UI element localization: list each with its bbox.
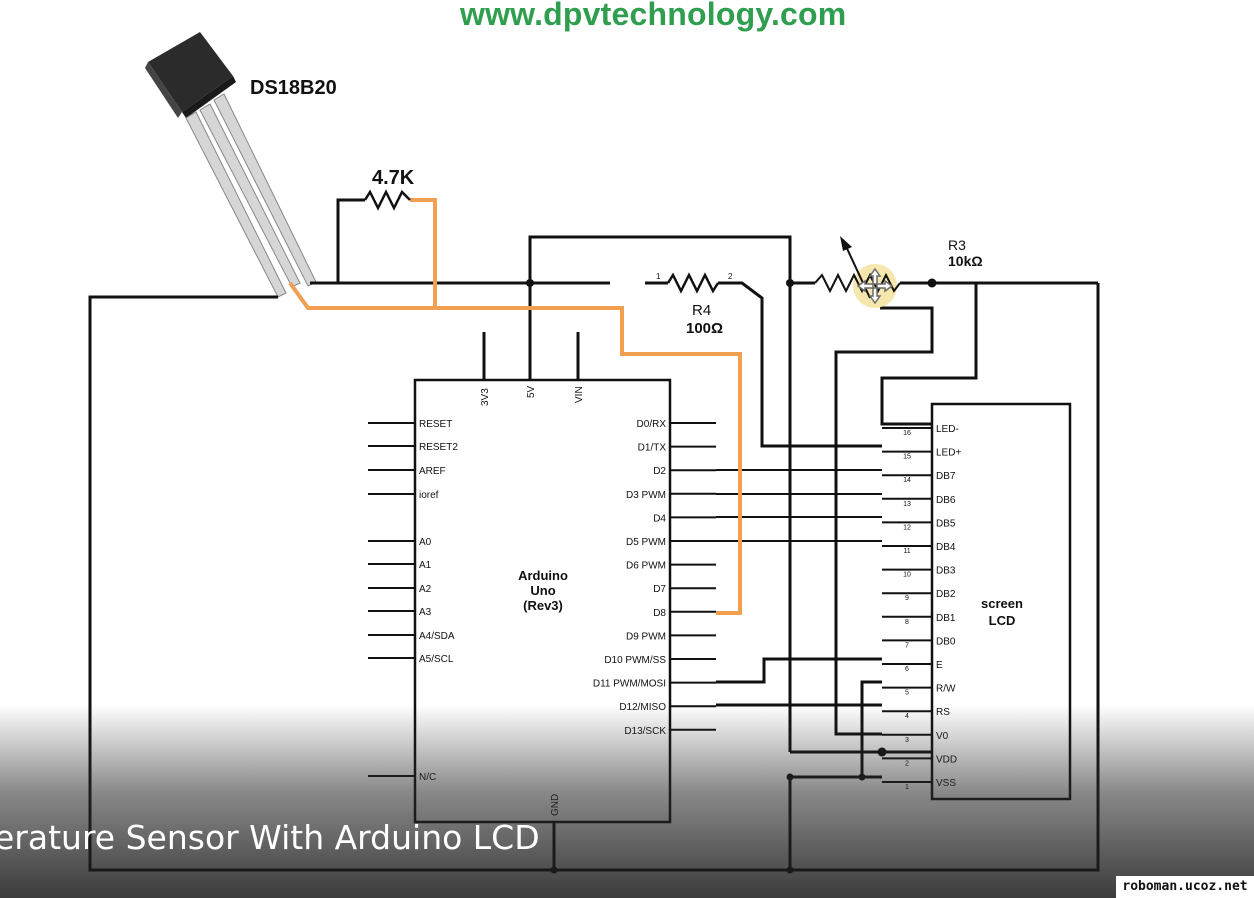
arduino-left-pin-label: ioref	[419, 490, 439, 501]
pullup-resistor	[363, 189, 411, 211]
lcd-pin-number: 8	[905, 619, 909, 626]
r4-pin1: 1	[656, 272, 661, 281]
r4-name: R4	[692, 302, 711, 319]
lcd-pin-number: 3	[905, 737, 909, 744]
data-bus-lines	[716, 469, 882, 542]
lcd-pin-number: 2	[905, 760, 909, 767]
arduino-right-pin-label: D8	[653, 608, 666, 619]
arduino-right-pin-label: D11 PWM/MOSI	[593, 679, 666, 690]
lcd-pin-name: DB1	[936, 613, 956, 624]
arduino-right-pin-label: D13/SCK	[624, 726, 666, 737]
pin-5v: 5V	[526, 385, 537, 398]
lcd-pin-number: 6	[905, 666, 909, 673]
arduino-right-pin-label: D9 PWM	[626, 631, 666, 642]
orange-pullup-wire	[410, 198, 437, 308]
r4-value: 100Ω	[686, 320, 723, 337]
lcd-pin-name: E	[936, 660, 943, 671]
lcd-pin-name: DB6	[936, 495, 956, 506]
arduino-right-pin-label: D2	[653, 466, 666, 477]
orange-data-wire	[288, 281, 742, 615]
lcd-pin-name: DB4	[936, 542, 956, 553]
lcd-pin-number: 12	[903, 524, 911, 531]
lcd-pin-number: 9	[905, 595, 909, 602]
arduino-title-3: (Rev3)	[523, 598, 563, 613]
arduino-left-pin-label: A4/SDA	[419, 631, 455, 642]
arduino-left-pin-label: A3	[419, 607, 432, 618]
arduino-right-pin-label: D4	[653, 513, 666, 524]
arduino-title-1: Arduino	[518, 568, 568, 583]
sensor-label: DS18B20	[250, 77, 337, 99]
lcd-pin-name: LED+	[936, 448, 961, 459]
lcd-pin-name: V0	[936, 731, 949, 742]
lcd-pin-number: 4	[905, 713, 909, 720]
arduino-right-pin-label: D7	[653, 584, 666, 595]
watermark: roboman.ucoz.net	[1116, 876, 1254, 898]
r4-pin2: 2	[728, 272, 733, 281]
r4-resistor	[666, 272, 720, 294]
arduino-right-pin-label: D10 PWM/SS	[604, 655, 666, 666]
lcd-pin-name: DB2	[936, 589, 956, 600]
arduino-right-pin-label: D0/RX	[637, 419, 667, 430]
lcd-title-1: screen	[981, 596, 1023, 611]
lcd-pin-name: LED-	[936, 424, 959, 435]
banner-url[interactable]: www.dpvtechnology.com	[460, 0, 847, 32]
pin-3v3: 3V3	[480, 388, 491, 406]
arduino-right-pin-label: D12/MISO	[619, 702, 666, 713]
lcd-pin-name: VSS	[936, 778, 956, 789]
lcd-pin-name: DB7	[936, 471, 956, 482]
arduino-right-pin-label: D3 PWM	[626, 490, 666, 501]
lcd-pin-number: 7	[905, 642, 909, 649]
pullup-resistor-label: 4.7K	[372, 167, 415, 189]
arduino-left-pin-label: AREF	[419, 466, 446, 477]
pin-gnd: GND	[550, 794, 561, 816]
lcd-pin-number: 5	[905, 690, 909, 697]
arduino-left-pin-label: RESET	[419, 419, 452, 430]
arduino-right-pin-label: D5 PWM	[626, 537, 666, 548]
arduino-left-pin-label: A2	[419, 584, 432, 595]
ds18b20-sensor	[145, 32, 317, 298]
lcd-pin-number: 11	[903, 548, 910, 555]
lcd-pin-number: 16	[903, 430, 911, 437]
move-cursor-icon	[856, 267, 894, 305]
lcd-pin-number: 13	[903, 501, 911, 508]
arduino-right-pin-label: D1/TX	[638, 443, 667, 454]
lcd-pin-name: DB5	[936, 518, 956, 529]
pin-vin: VIN	[574, 386, 585, 403]
r3-potentiometer	[814, 272, 901, 294]
lcd-pin-number: 15	[903, 454, 911, 461]
r3-value: 10kΩ	[948, 253, 983, 269]
arduino-left-pin-label: A5/SCL	[419, 654, 454, 665]
lcd-pin-number: 14	[903, 477, 911, 484]
pot-arrow-head	[840, 236, 852, 251]
arduino-left-pin-label: A0	[419, 537, 432, 548]
arduino-title-2: Uno	[530, 583, 555, 598]
lcd-pin-name: DB0	[936, 636, 956, 647]
lcd-pin-name: VDD	[936, 754, 957, 765]
lcd-pin-name: DB3	[936, 566, 956, 577]
lcd-pin-name: R/W	[936, 684, 956, 695]
lcd-title-2: LCD	[989, 613, 1016, 628]
arduino-left-pin-label: A1	[419, 560, 432, 571]
lcd-pin-number: 1	[905, 784, 909, 791]
lcd-pin-name: RS	[936, 707, 950, 718]
r3-name: R3	[948, 237, 966, 253]
arduino-left-pin-label: N/C	[419, 772, 436, 783]
lcd-pin-number: 10	[903, 572, 911, 579]
arduino-left-pin-label: RESET2	[419, 442, 458, 453]
video-caption: erature Sensor With Arduino LCD	[0, 818, 540, 857]
arduino-right-pin-label: D6 PWM	[626, 561, 666, 572]
